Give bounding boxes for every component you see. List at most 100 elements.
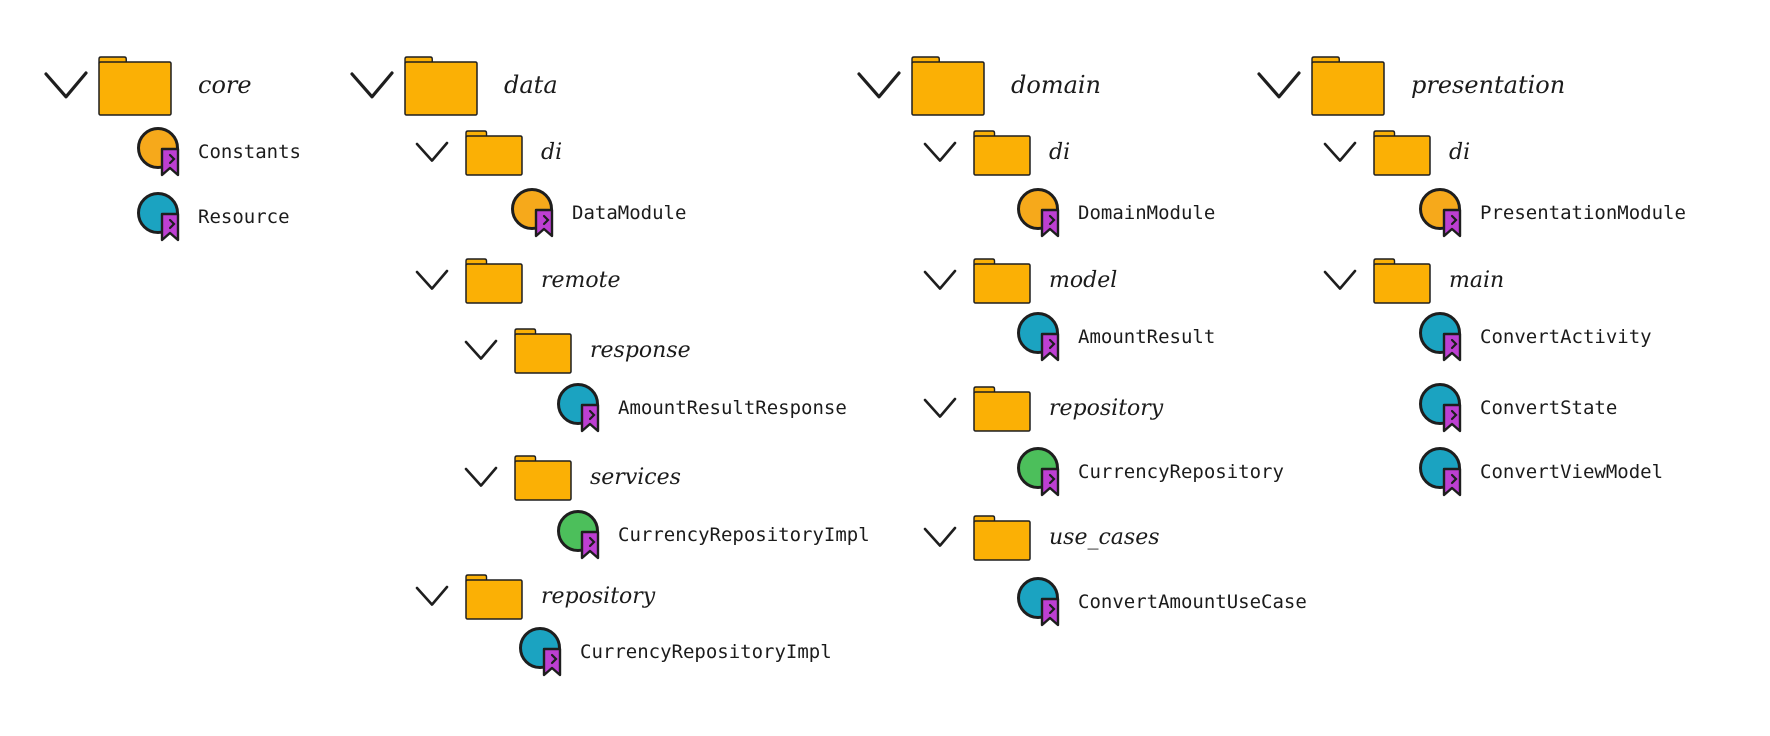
chevron-down-icon[interactable] <box>464 339 498 362</box>
file-label: AmountResultResponse <box>618 397 847 419</box>
folder-icon <box>465 574 523 620</box>
folder-icon <box>973 515 1031 561</box>
object-file-icon <box>511 188 554 238</box>
folder-label: remote <box>541 267 621 293</box>
folder-icon <box>911 56 985 116</box>
folder-di[interactable]: di <box>1323 127 1470 177</box>
folder-icon <box>514 328 572 374</box>
folder-icon <box>973 258 1031 304</box>
folder-di[interactable]: di <box>415 127 562 177</box>
class-file-icon <box>519 627 562 677</box>
folder-di[interactable]: di <box>923 127 1070 177</box>
chevron-down-icon[interactable] <box>415 141 449 164</box>
file-presentationmodule[interactable]: PresentationModule <box>1418 186 1686 240</box>
chevron-down-icon[interactable] <box>923 269 957 292</box>
object-file-icon <box>1419 188 1462 238</box>
file-domainmodule[interactable]: DomainModule <box>1016 186 1215 240</box>
folder-label: use_cases <box>1049 524 1160 550</box>
folder-repository[interactable]: repository <box>415 571 655 621</box>
file-currencyrepositoryimpl[interactable]: CurrencyRepositoryImpl <box>518 625 832 679</box>
chevron-down-icon[interactable] <box>923 526 957 549</box>
folder-icon <box>973 386 1031 432</box>
folder-model[interactable]: model <box>923 255 1117 305</box>
object-file-icon <box>1017 188 1060 238</box>
file-label: ConvertViewModel <box>1480 461 1664 483</box>
file-convertstate[interactable]: ConvertState <box>1418 381 1617 435</box>
class-file-icon <box>1419 447 1462 497</box>
file-label: DataModule <box>572 202 687 224</box>
folder-label: model <box>1049 267 1118 293</box>
file-convertviewmodel[interactable]: ConvertViewModel <box>1418 445 1663 499</box>
folder-icon <box>973 130 1031 176</box>
chevron-down-icon[interactable] <box>1323 269 1357 292</box>
chevron-down-icon[interactable] <box>923 397 957 420</box>
folder-label: response <box>590 337 691 363</box>
chevron-down-icon[interactable] <box>415 585 449 608</box>
folder-label: repository <box>1049 395 1164 421</box>
class-file-icon <box>1419 312 1462 362</box>
folder-services[interactable]: services <box>464 452 681 502</box>
chevron-down-icon[interactable] <box>350 70 394 100</box>
folder-icon <box>404 56 478 116</box>
folder-main[interactable]: main <box>1323 255 1504 305</box>
file-label: PresentationModule <box>1480 202 1686 224</box>
object-file-icon <box>137 127 180 177</box>
folder-icon <box>465 130 523 176</box>
file-label: CurrencyRepository <box>1078 461 1284 483</box>
folder-icon <box>465 258 523 304</box>
folder-label: main <box>1449 267 1505 293</box>
file-label: Resource <box>198 206 290 228</box>
folder-icon <box>1373 130 1431 176</box>
file-convertamountusecase[interactable]: ConvertAmountUseCase <box>1016 575 1307 629</box>
chevron-down-icon[interactable] <box>857 70 901 100</box>
file-label: CurrencyRepositoryImpl <box>618 524 870 546</box>
folder-repository[interactable]: repository <box>923 383 1163 433</box>
file-label: ConvertState <box>1480 397 1618 419</box>
folder-response[interactable]: response <box>464 325 691 375</box>
folder-use-cases[interactable]: use_cases <box>923 512 1160 562</box>
folder-data[interactable]: data <box>350 53 558 117</box>
file-convertactivity[interactable]: ConvertActivity <box>1418 310 1652 364</box>
file-label: ConvertActivity <box>1480 326 1652 348</box>
file-currencyrepositoryimpl[interactable]: CurrencyRepositoryImpl <box>556 508 870 562</box>
file-constants[interactable]: Constants <box>136 125 301 179</box>
folder-label: presentation <box>1411 71 1566 99</box>
file-amountresult[interactable]: AmountResult <box>1016 310 1215 364</box>
folder-icon <box>98 56 172 116</box>
class-file-icon <box>137 192 180 242</box>
folder-presentation[interactable]: presentation <box>1257 53 1565 117</box>
file-datamodule[interactable]: DataModule <box>510 186 686 240</box>
chevron-down-icon[interactable] <box>44 70 88 100</box>
class-file-icon <box>1419 383 1462 433</box>
interface-file-icon <box>557 510 600 560</box>
file-label: ConvertAmountUseCase <box>1078 591 1307 613</box>
interface-file-icon <box>1017 447 1060 497</box>
chevron-down-icon[interactable] <box>923 141 957 164</box>
folder-label: di <box>541 139 563 165</box>
file-resource[interactable]: Resource <box>136 190 290 244</box>
folder-label: di <box>1449 139 1471 165</box>
folder-icon <box>1311 56 1385 116</box>
folder-label: data <box>504 71 558 99</box>
chevron-down-icon[interactable] <box>1257 70 1301 100</box>
file-label: AmountResult <box>1078 326 1216 348</box>
folder-label: di <box>1049 139 1071 165</box>
chevron-down-icon[interactable] <box>415 269 449 292</box>
class-file-icon <box>557 383 600 433</box>
chevron-down-icon[interactable] <box>1323 141 1357 164</box>
folder-icon <box>514 455 572 501</box>
folder-remote[interactable]: remote <box>415 255 621 305</box>
chevron-down-icon[interactable] <box>464 466 498 489</box>
folder-icon <box>1373 258 1431 304</box>
folder-domain[interactable]: domain <box>857 53 1101 117</box>
folder-core[interactable]: core <box>44 53 252 117</box>
folder-label: repository <box>541 583 656 609</box>
file-label: Constants <box>198 141 301 163</box>
folder-label: core <box>198 71 252 99</box>
class-file-icon <box>1017 312 1060 362</box>
class-file-icon <box>1017 577 1060 627</box>
file-amountresultresponse[interactable]: AmountResultResponse <box>556 381 847 435</box>
folder-label: services <box>590 464 681 490</box>
file-currencyrepository[interactable]: CurrencyRepository <box>1016 445 1284 499</box>
